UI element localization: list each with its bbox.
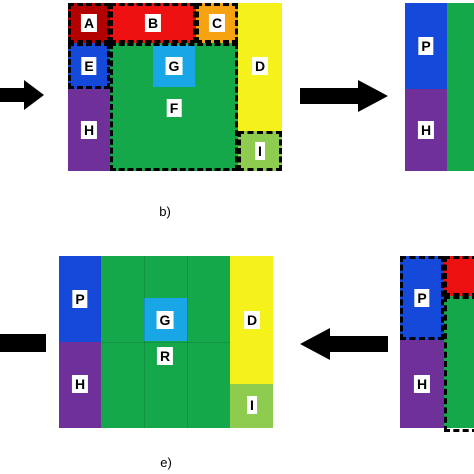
block-r: [447, 3, 474, 171]
label-f: F: [166, 99, 182, 117]
label-e: E: [81, 57, 97, 75]
label-a: A: [80, 14, 98, 32]
grid-line: [101, 342, 230, 343]
label-i: I: [255, 142, 265, 160]
dashed-outline-a: [68, 3, 110, 43]
dashed-outline-i: [238, 131, 282, 171]
dashed-outline-f: [110, 43, 238, 171]
label-h: H: [80, 121, 98, 139]
label-d: D: [243, 311, 261, 329]
label-h: H: [71, 375, 89, 393]
label-b: B: [144, 14, 162, 32]
label-g: G: [156, 311, 174, 329]
grid-line: [144, 256, 145, 428]
dashed-outline-b: [110, 3, 196, 43]
label-g: G: [165, 57, 183, 75]
caption-b: b): [159, 204, 171, 219]
dashed-outline-r: [444, 296, 474, 432]
label-i: I: [247, 396, 257, 414]
arrow-left-icon-1: [0, 334, 46, 352]
dashed-outline-e: [68, 43, 110, 89]
label-c: C: [208, 14, 226, 32]
label-p: P: [414, 289, 430, 307]
arrow-right-icon-1: [0, 80, 44, 110]
label-p: P: [72, 290, 88, 308]
dashed-outline-b: [444, 256, 474, 296]
label-h: H: [413, 375, 431, 393]
dashed-outline-c: [196, 3, 238, 43]
dashed-outline-p: [400, 256, 444, 340]
block-r: [444, 296, 474, 428]
label-d: D: [251, 57, 269, 75]
caption-e: e): [160, 455, 172, 470]
arrow-left-icon-2: [300, 328, 388, 360]
label-p: P: [418, 37, 434, 55]
label-r: R: [156, 347, 174, 365]
block-r: [101, 256, 230, 428]
arrow-right-icon-2: [300, 80, 388, 112]
grid-line: [187, 256, 188, 428]
block-b: [444, 256, 474, 296]
label-h: H: [417, 121, 435, 139]
